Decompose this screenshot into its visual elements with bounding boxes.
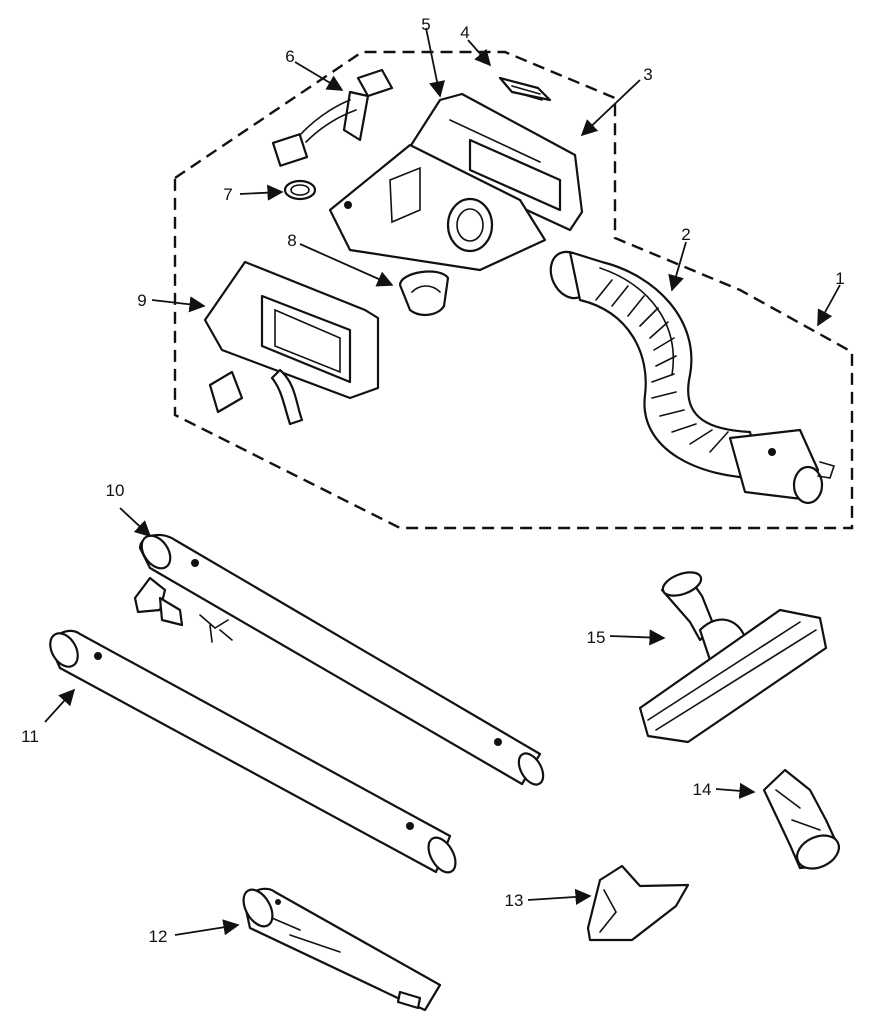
part-4-slide-switch xyxy=(498,76,552,102)
part-6-switch-harness xyxy=(271,68,394,167)
assembly-boundary xyxy=(173,50,854,530)
callout-15: 15 xyxy=(587,628,606,647)
part-11-extension-wand xyxy=(49,629,457,874)
callout-11: 11 xyxy=(21,727,39,746)
callout-3: 3 xyxy=(643,65,652,84)
leader-lines xyxy=(44,27,841,936)
part-3-lower-housing xyxy=(328,143,547,272)
callout-10: 10 xyxy=(106,481,125,500)
callout-8: 8 xyxy=(287,231,296,250)
part-7-clip-ring xyxy=(283,179,317,201)
callout-4: 4 xyxy=(460,23,469,42)
part-8-coupling-clip xyxy=(398,270,450,316)
part-13-upholstery-nozzle xyxy=(586,864,690,942)
callout-6: 6 xyxy=(285,47,294,66)
callout-1: 1 xyxy=(835,269,844,288)
callout-13: 13 xyxy=(505,891,524,910)
part-12-crevice-tool xyxy=(242,887,442,1012)
callout-7: 7 xyxy=(223,185,232,204)
part-14-brush-adapter xyxy=(762,768,841,870)
part-10-wand-with-latch xyxy=(133,533,545,786)
callout-14: 14 xyxy=(693,780,712,799)
callout-9: 9 xyxy=(137,291,146,310)
callout-2: 2 xyxy=(681,225,690,244)
callout-labels: 1 2 3 4 5 6 7 8 9 10 11 12 13 14 15 xyxy=(21,15,845,946)
part-2-flex-hose xyxy=(549,250,836,505)
part-15-floor-tool xyxy=(638,571,828,744)
callout-5: 5 xyxy=(421,15,430,34)
callout-12: 12 xyxy=(149,927,168,946)
part-9-dirt-cup xyxy=(203,260,380,426)
